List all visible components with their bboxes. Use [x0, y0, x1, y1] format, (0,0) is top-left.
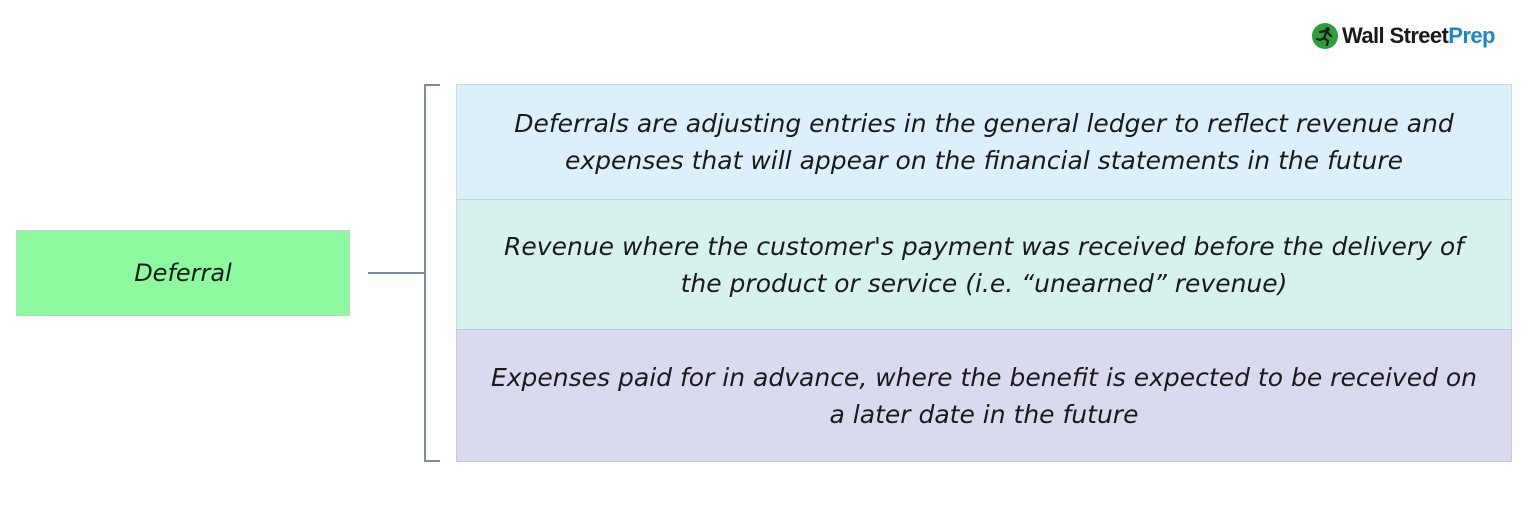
- unearned-revenue-text: Revenue where the customer's payment was…: [504, 231, 1464, 298]
- connector-line: [368, 272, 424, 274]
- prepaid-expenses-text: Expenses paid for in advance, where the …: [490, 362, 1478, 429]
- deferral-node: Deferral: [16, 230, 350, 316]
- definition-text: Deferrals are adjusting entries in the g…: [514, 109, 1454, 175]
- group-bracket: [424, 84, 440, 462]
- runner-icon: [1312, 23, 1338, 49]
- definition-panel: Deferrals are adjusting entries in the g…: [456, 84, 1512, 199]
- unearned-revenue-panel: Revenue where the customer's payment was…: [456, 199, 1512, 330]
- brand-word-prep: Prep: [1448, 23, 1495, 48]
- brand-logo: Wall StreetPrep: [1312, 20, 1495, 52]
- prepaid-expenses-panel: Expenses paid for in advance, where the …: [456, 330, 1512, 462]
- brand-word-wall-street: Wall Street: [1342, 23, 1449, 48]
- brand-name: Wall StreetPrep: [1342, 23, 1495, 49]
